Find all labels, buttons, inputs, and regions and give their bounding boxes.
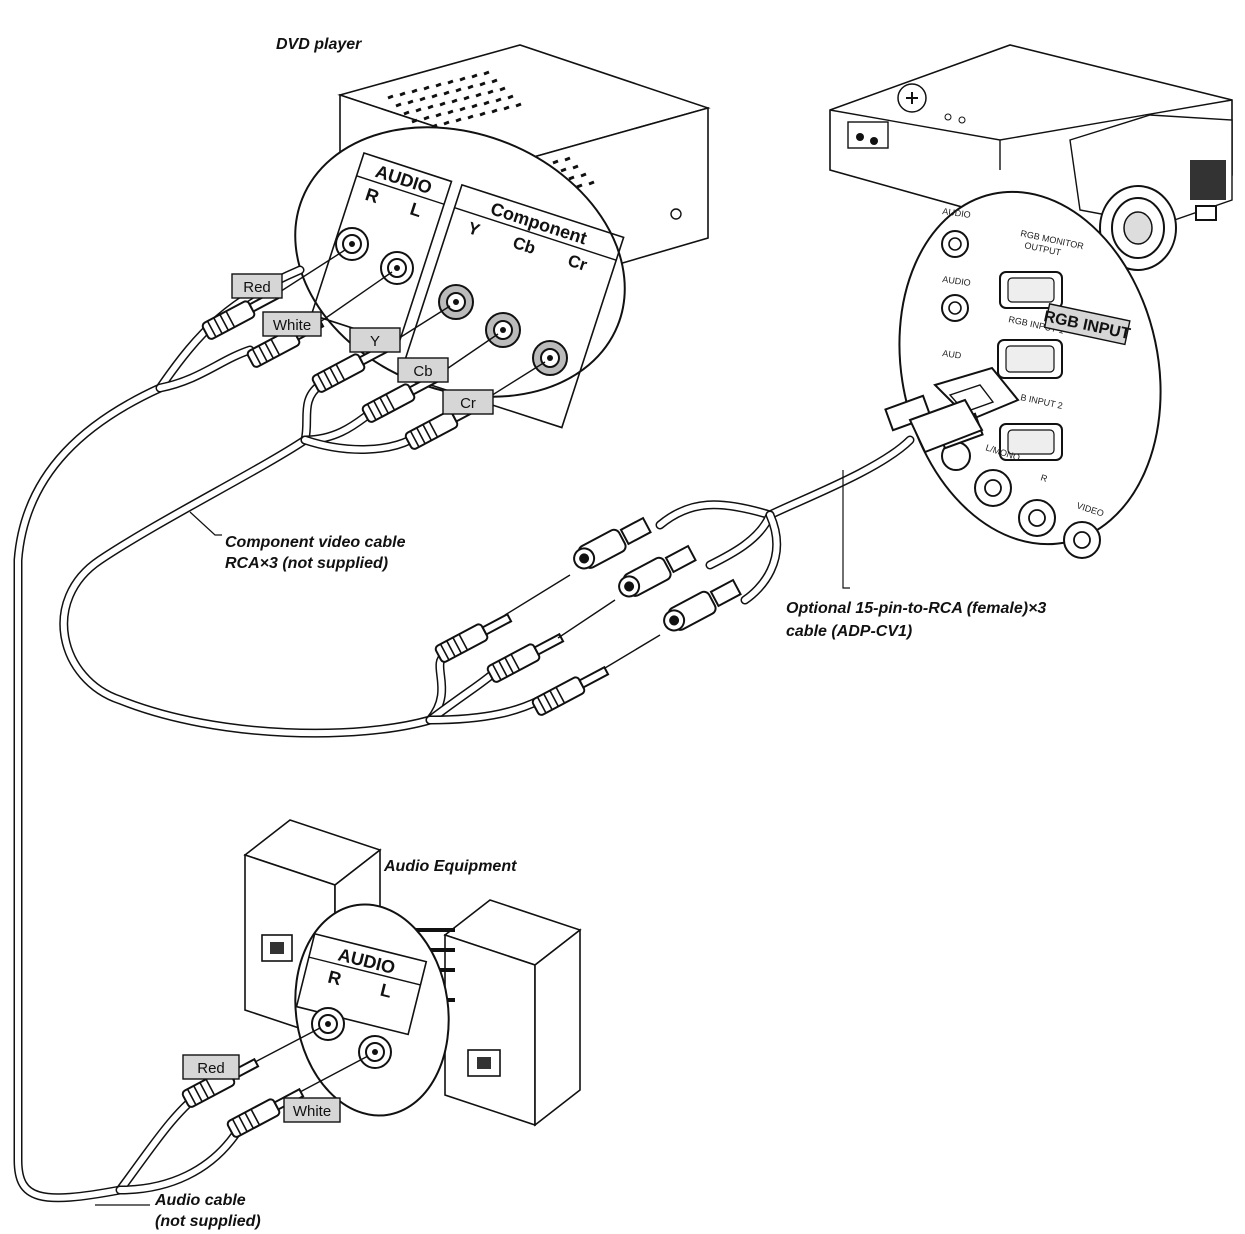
audio-cable-caption-2: (not supplied)	[155, 1213, 261, 1230]
component-cable-caption-1: Component video cable	[225, 534, 406, 551]
tag-cr: Cr	[442, 389, 494, 415]
audio-cable	[13, 265, 305, 1203]
tag-cb: Cb	[397, 357, 449, 383]
tag-white-audio: White	[283, 1097, 341, 1123]
audio-equipment-r-label: R	[326, 967, 343, 990]
projector-r-label: R	[1039, 472, 1049, 484]
pin-lines-middle	[504, 574, 661, 669]
tag-red-audio-text: Red	[197, 1060, 225, 1077]
tag-y-text: Y	[370, 333, 380, 350]
projector-audio2-label: AUDIO	[942, 274, 972, 288]
tag-red-audio: Red	[182, 1054, 240, 1080]
tag-cb-text: Cb	[413, 363, 432, 380]
dvd-player-caption: DVD player	[276, 36, 362, 53]
projector	[829, 44, 1233, 271]
tag-white-dvd: White	[262, 311, 322, 337]
audio-equipment-caption: Audio Equipment	[383, 858, 517, 875]
tag-white-audio-text: White	[293, 1103, 331, 1120]
dvd-vent-top	[387, 70, 522, 132]
adp-cable-caption-1: Optional 15-pin-to-RCA (female)×3	[786, 600, 1046, 617]
adp-cv1-connector	[884, 366, 1020, 454]
tag-cr-text: Cr	[460, 395, 476, 412]
tag-white-dvd-text: White	[273, 317, 311, 334]
component-cable-caption-2: RCA×3 (not supplied)	[225, 555, 388, 572]
adp-cable-caption-2: cable (ADP-CV1)	[786, 623, 912, 640]
tag-red-dvd: Red	[231, 273, 283, 299]
projector-jacks	[941, 230, 1101, 559]
audio-cable-caption-1: Audio cable	[154, 1192, 246, 1209]
dvd-jacks	[335, 227, 568, 376]
tag-red-dvd-text: Red	[243, 279, 271, 296]
projector-panel-zoom: AUDIO RGB MONITOR OUTPUT AUDIO RGB INPUT…	[898, 190, 1162, 559]
audio-equipment-panel-zoom: AUDIO R L	[294, 903, 450, 1117]
dvd-audio-r-label: R	[363, 184, 382, 207]
adp-cv1-cable	[655, 435, 915, 605]
projector-audio3-label: AUD	[942, 348, 963, 361]
rca-plugs-middle	[434, 516, 742, 716]
pin-lines-audio	[254, 1027, 369, 1093]
projector-audio1-label: AUDIO	[942, 206, 972, 220]
tag-y: Y	[349, 327, 401, 353]
audio-equipment-l-label: L	[378, 980, 394, 1002]
leader-lines	[95, 470, 850, 1206]
